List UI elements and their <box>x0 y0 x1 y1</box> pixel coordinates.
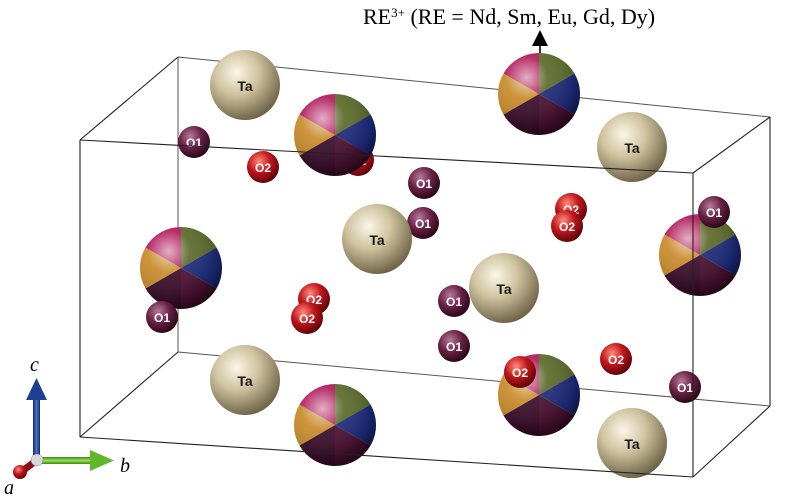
o2-label: O2 <box>255 161 271 175</box>
ta-label: Ta <box>624 140 640 156</box>
o1-atom: O1 <box>669 371 701 403</box>
axis-c-label: c <box>30 354 39 376</box>
o1-sphere <box>438 285 470 317</box>
o2-atom: O2 <box>551 210 583 242</box>
ta-label: Ta <box>237 373 253 389</box>
axis-b-arrowhead <box>90 450 114 471</box>
o2-atom: O2 <box>600 343 632 375</box>
o2-label: O2 <box>512 366 528 380</box>
title: RE3+ (RE = Nd, Sm, Eu, Gd, Dy) <box>363 4 655 29</box>
ta-sphere <box>469 253 539 323</box>
ta-label: Ta <box>624 436 640 452</box>
o2-sphere <box>551 210 583 242</box>
re-atom <box>497 53 580 135</box>
ta-label: Ta <box>496 281 512 297</box>
axis-triad: c b a <box>4 354 130 499</box>
o1-atom: O1 <box>146 301 178 333</box>
ta-label: Ta <box>369 232 385 248</box>
ta-atom: Ta <box>597 408 667 478</box>
ta-atom: Ta <box>597 112 667 182</box>
o2-label: O2 <box>559 220 575 234</box>
o1-sphere <box>698 196 730 228</box>
o1-atom: O1 <box>438 330 470 362</box>
o1-atom: O1 <box>698 196 730 228</box>
o2-sphere <box>504 356 536 388</box>
o1-atom: O1 <box>178 126 210 158</box>
o1-atom: O1 <box>407 207 439 239</box>
o1-label: O1 <box>677 381 693 395</box>
o1-label: O1 <box>446 340 462 354</box>
axis-b-label: b <box>120 455 130 477</box>
unit-cell-front <box>79 56 771 478</box>
o1-label: O1 <box>186 136 202 150</box>
o1-atom: O1 <box>438 285 470 317</box>
re-atom <box>293 94 376 176</box>
ta-sphere <box>342 204 412 274</box>
axis-b-shaft <box>40 457 92 464</box>
o1-label: O1 <box>706 206 722 220</box>
axis-a-label: a <box>4 477 14 499</box>
o1-sphere <box>438 330 470 362</box>
ta-sphere <box>597 112 667 182</box>
o2-atom: O2 <box>291 302 323 334</box>
o1-label: O1 <box>415 217 431 231</box>
re-shading <box>498 53 580 135</box>
re-shading <box>294 94 376 176</box>
o2-label: O2 <box>299 312 315 326</box>
o2-atom: O2 <box>504 356 536 388</box>
ta-atom: Ta <box>210 50 280 120</box>
o1-sphere <box>178 126 210 158</box>
ta-label: Ta <box>237 78 253 94</box>
axis-origin <box>30 453 44 467</box>
o2-sphere <box>291 302 323 334</box>
ta-sphere <box>597 408 667 478</box>
ta-sphere <box>210 345 280 415</box>
o1-sphere <box>146 301 178 333</box>
o1-sphere <box>408 167 440 199</box>
o1-label: O1 <box>416 177 432 191</box>
re-atom <box>659 214 741 296</box>
atoms-layer: O2O2O2O2O2O2O2O1O1O1O1O1O1TaTaTaTaTaTaO2… <box>140 50 741 478</box>
o1-sphere <box>407 207 439 239</box>
o1-label: O1 <box>446 295 462 309</box>
axis-c-arrowhead <box>26 378 47 400</box>
axis-c-shaft <box>33 398 40 456</box>
o2-label: O2 <box>608 353 624 367</box>
re-shading <box>659 214 741 296</box>
re-atom <box>293 384 376 466</box>
o2-sphere <box>247 151 279 183</box>
axis-a-tip <box>13 465 27 479</box>
ta-atom: Ta <box>469 253 539 323</box>
o2-atom: O2 <box>247 151 279 183</box>
re-shading <box>140 227 222 309</box>
ta-atom: Ta <box>342 204 412 274</box>
o1-label: O1 <box>154 311 170 325</box>
ta-sphere <box>210 50 280 120</box>
o2-sphere <box>600 343 632 375</box>
re-atom <box>140 227 222 309</box>
re-shading <box>294 384 376 466</box>
o1-atom: O1 <box>408 167 440 199</box>
ta-atom: Ta <box>210 345 280 415</box>
